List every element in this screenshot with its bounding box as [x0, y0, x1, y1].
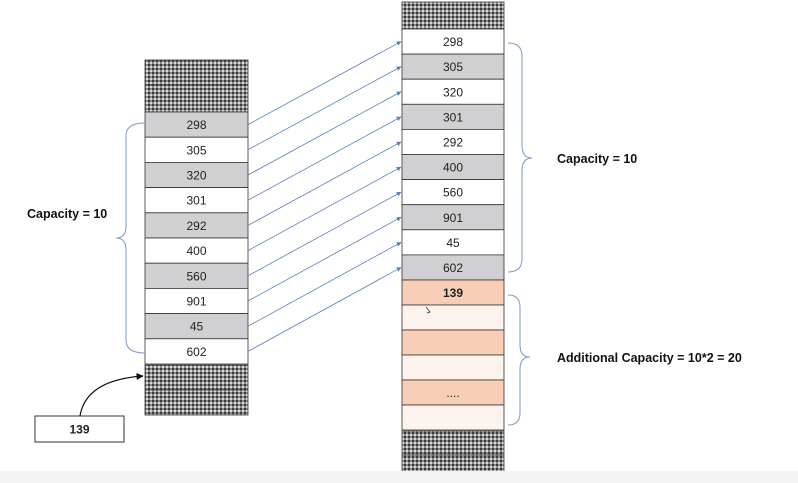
copy-arrow [247, 41, 402, 125]
right-array-cell-value: 400 [443, 161, 463, 175]
copy-arrow [247, 91, 402, 176]
right-array-cell [401, 154, 505, 181]
left-capacity-brace [115, 122, 146, 354]
right-array-cell [401, 204, 505, 231]
left-capacity-label: Capacity = 10 [27, 207, 107, 221]
right-capacity-label: Capacity = 10 [557, 152, 637, 166]
right-array-cell-value: 292 [443, 135, 463, 149]
mouse-cursor-icon [425, 306, 431, 314]
additional-capacity-brace [507, 294, 531, 426]
left-array-reserved-block [144, 59, 249, 86]
right-array-cells: 298 305 320 301 292 400 560 901 45 602 139.... [401, 28, 505, 431]
left-array-reserved-block [144, 84, 249, 113]
bottom-strip [0, 471, 798, 483]
right-array-cell [401, 28, 505, 55]
left-array-cell [144, 187, 249, 214]
left-array-cell [144, 287, 249, 314]
additional-capacity-label: Additional Capacity = 10*2 = 20 [557, 351, 742, 365]
copy-arrow [247, 216, 402, 302]
right-array-new-cell [401, 379, 505, 406]
left-array-cell-value: 560 [186, 269, 206, 283]
left-array-cell [144, 338, 249, 365]
left-array-full-block [144, 389, 249, 416]
right-array-cell-value: 320 [443, 85, 463, 99]
left-array-cell [144, 111, 249, 138]
right-array-cell-value: 301 [443, 110, 463, 124]
right-array-new-cell-value: 139 [443, 286, 463, 300]
right-array-new-cell [401, 279, 505, 306]
insert-arrow [79, 372, 144, 417]
copy-arrow [247, 141, 402, 226]
right-array-cell [401, 53, 505, 80]
copy-arrow [247, 267, 402, 352]
left-array-cell [144, 237, 249, 264]
left-array-cell-value: 298 [186, 118, 206, 132]
copy-arrow [247, 116, 402, 201]
right-array-cell-value: 298 [443, 35, 463, 49]
right-array-new-cell [401, 304, 505, 331]
left-array-cell-value: 45 [190, 320, 204, 334]
left-array-cell-value: 602 [186, 345, 206, 359]
left-array-cell-value: 301 [186, 194, 206, 208]
right-array-cell [401, 179, 505, 206]
copy-arrow [247, 66, 402, 151]
right-array-new-cell-value: .... [446, 386, 459, 400]
right-array-cell-value: 45 [446, 236, 460, 250]
right-array-cell [401, 103, 505, 130]
copy-arrows [247, 41, 402, 352]
right-capacity-brace [507, 42, 533, 273]
right-array-new-cell [401, 404, 505, 431]
left-array-cell-value: 292 [186, 219, 206, 233]
copy-arrow [247, 166, 402, 251]
right-array-new-cell [401, 329, 505, 356]
new-element-box [34, 415, 125, 443]
right-array-reserved-block [401, 430, 505, 456]
left-array-cell-value: 901 [186, 295, 206, 309]
left-array-cell-value: 400 [186, 244, 206, 258]
copy-arrow [247, 241, 402, 327]
left-array-cell-value: 320 [186, 169, 206, 183]
left-array-cell [144, 136, 249, 163]
right-array-cell-value: 305 [443, 60, 463, 74]
left-array-full-block [144, 364, 249, 391]
right-array-new-cell [401, 354, 505, 381]
right-array-cell-value: 560 [443, 186, 463, 200]
right-array-cell-value: 602 [443, 261, 463, 275]
right-array-cell [401, 254, 505, 281]
copy-arrow [247, 191, 402, 277]
left-array-cell-value: 305 [186, 143, 206, 157]
left-array-cell [144, 161, 249, 188]
right-array-cell-value: 901 [443, 211, 463, 225]
right-array-cell [401, 229, 505, 256]
right-array-reserved-block [401, 1, 505, 30]
left-array-cells: 298 305 320 301 292 400 560 901 45 602 [144, 111, 249, 365]
new-element-value: 139 [69, 423, 89, 437]
